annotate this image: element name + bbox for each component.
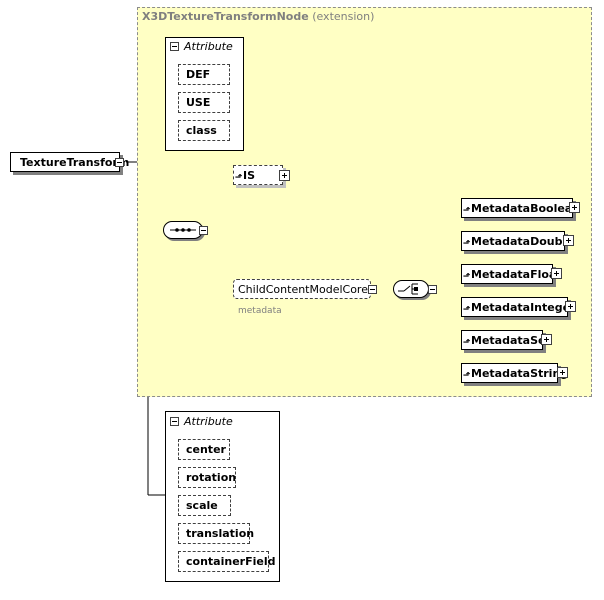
metadata-set-label: MetadataSet xyxy=(471,334,551,347)
attribute-group-1-header: Attribute xyxy=(184,40,233,53)
attribute-center[interactable]: center xyxy=(178,439,230,460)
expand-is-icon[interactable] xyxy=(279,170,290,181)
attribute-scale[interactable]: scale xyxy=(178,495,231,516)
attribute-rotation[interactable]: rotation xyxy=(178,467,236,488)
metadata-set-element[interactable]: ⬏ MetadataSet xyxy=(461,330,551,350)
choice-compositor[interactable] xyxy=(393,280,429,298)
reference-arrow-icon: ⬏ xyxy=(463,338,471,348)
sequence-icon xyxy=(170,228,196,232)
metadata-integer-label: MetadataInteger xyxy=(471,301,576,314)
reference-arrow-icon: ⬏ xyxy=(463,305,471,315)
choice-icon xyxy=(398,283,418,295)
collapse-attribute-group-2-icon[interactable] xyxy=(170,417,179,426)
reference-arrow-icon: ⬏ xyxy=(463,272,471,282)
reference-arrow-icon: ⬏ xyxy=(463,371,471,381)
collapse-choice-icon[interactable] xyxy=(428,285,437,294)
attribute-translation[interactable]: translation xyxy=(178,523,254,544)
attribute-def[interactable]: DEF xyxy=(178,64,230,85)
child-content-model-core-label: ChildContentModelCore xyxy=(238,283,368,296)
attribute-group-2-header: Attribute xyxy=(184,415,233,428)
attribute-container-field[interactable]: containerField xyxy=(178,551,275,572)
collapse-root-icon[interactable] xyxy=(115,158,124,167)
group-sub-label: metadata xyxy=(238,306,282,316)
metadata-boolean-element[interactable]: ⬏ MetadataBoolean xyxy=(461,198,580,218)
expand-metadata-double-icon[interactable] xyxy=(563,235,574,246)
reference-arrow-icon: ⬏ xyxy=(235,173,243,183)
attribute-use[interactable]: USE xyxy=(178,92,230,113)
metadata-double-element[interactable]: ⬏ MetadataDouble xyxy=(461,231,574,251)
expand-metadata-integer-icon[interactable] xyxy=(565,301,576,312)
reference-arrow-icon: ⬏ xyxy=(463,239,471,249)
metadata-float-element[interactable]: ⬏ MetadataFloat xyxy=(461,264,562,284)
expand-metadata-boolean-icon[interactable] xyxy=(569,202,580,213)
expand-metadata-string-icon[interactable] xyxy=(557,367,568,378)
child-content-model-core-group[interactable]: ChildContentModelCore xyxy=(233,279,371,299)
metadata-boolean-label: MetadataBoolean xyxy=(471,202,581,215)
collapse-attribute-group-1-icon[interactable] xyxy=(170,42,179,51)
root-element[interactable]: TextureTransform xyxy=(10,152,129,172)
extension-title: X3DTextureTransformNode (extension) xyxy=(142,10,374,23)
metadata-double-label: MetadataDouble xyxy=(471,235,574,248)
collapse-group-icon[interactable] xyxy=(368,285,377,294)
expand-metadata-float-icon[interactable] xyxy=(551,268,562,279)
metadata-string-element[interactable]: ⬏ MetadataString xyxy=(461,363,568,383)
expand-metadata-set-icon[interactable] xyxy=(541,334,552,345)
root-element-label: TextureTransform xyxy=(20,156,130,169)
metadata-float-label: MetadataFloat xyxy=(471,268,562,281)
extension-name: X3DTextureTransformNode xyxy=(142,10,309,23)
collapse-sequence-icon[interactable] xyxy=(199,226,208,235)
metadata-integer-element[interactable]: ⬏ MetadataInteger xyxy=(461,297,575,317)
sequence-compositor[interactable] xyxy=(163,221,203,239)
reference-arrow-icon: ⬏ xyxy=(463,206,471,216)
attribute-class[interactable]: class xyxy=(178,120,230,141)
is-element-label: IS xyxy=(243,169,256,182)
extension-suffix: (extension) xyxy=(312,10,375,23)
is-element[interactable]: ⬏ IS xyxy=(233,165,283,185)
metadata-string-label: MetadataString xyxy=(471,367,569,380)
